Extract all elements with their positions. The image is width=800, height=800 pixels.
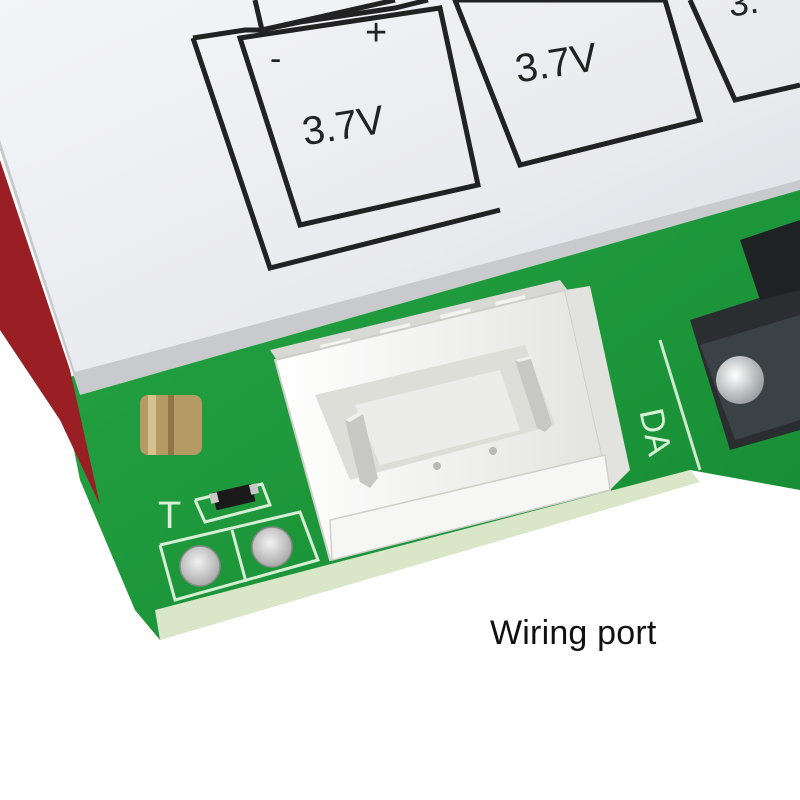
- connector-pin-left: [345, 410, 378, 488]
- connector-pin-right: [515, 356, 552, 432]
- cell-minus-sign: -: [270, 40, 281, 78]
- battery-label: - + 3.7V 3.7V 3.: [0, 0, 800, 395]
- cell-outline-3: 3.: [687, 0, 800, 103]
- pcb-marker-t: T: [158, 495, 181, 537]
- mounting-screw: [716, 356, 764, 404]
- cell-plus-sign: +: [365, 12, 387, 54]
- cell-voltage-3-partial: 3.: [725, 0, 761, 25]
- wiring-port-connector: [270, 280, 630, 562]
- cell-outline-1: - + 3.7V: [190, 0, 501, 271]
- caption-wiring-port: Wiring port: [490, 614, 657, 652]
- solder-pad-right: [251, 526, 293, 568]
- solder-pad-left: [179, 545, 221, 587]
